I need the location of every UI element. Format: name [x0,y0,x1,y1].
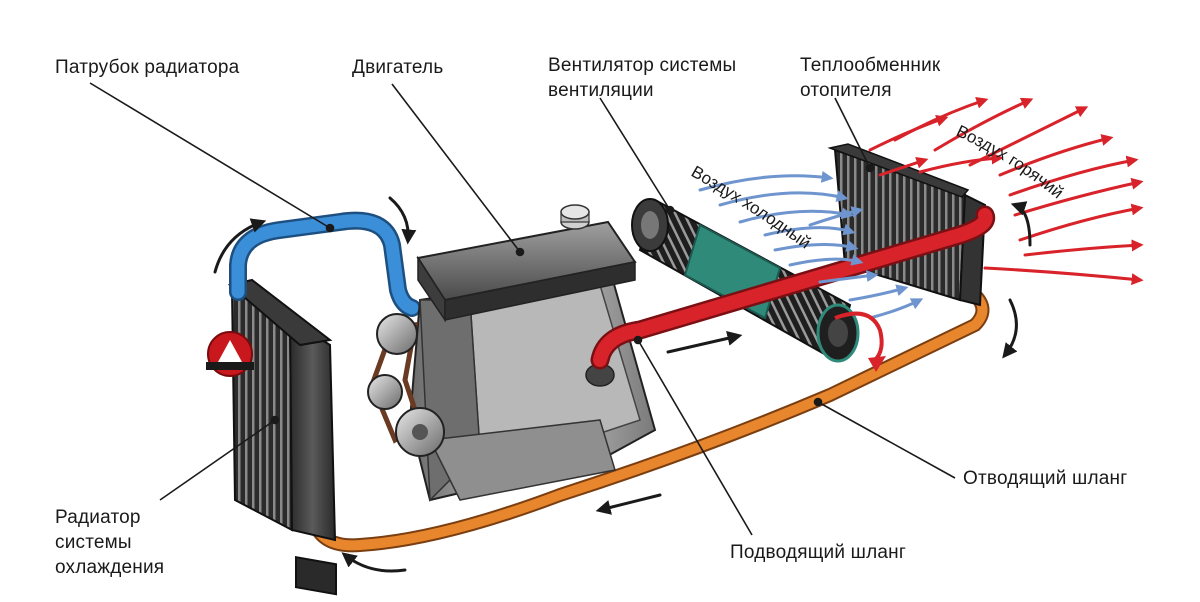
heater-core [827,143,987,307]
fan-label: Вентилятор системы вентиляции [548,55,737,101]
radiator-pipe [229,211,421,317]
hot-air-arrows [868,96,1144,286]
leader-lines [89,82,956,536]
cooling-radiator [227,278,337,596]
inlet-hose [590,205,996,370]
engine-label: Двигатель [352,57,444,78]
radiator-label: Радиатор системы охлаждения [55,507,165,578]
outlet-hose-label: Отводящий шланг [963,468,1128,489]
heat-exchanger-label: Теплообменник отопителя [800,55,941,101]
outlet-hose [308,288,990,553]
flow-direction-arrow [213,196,1032,573]
cold-air-arrows [698,170,924,320]
ventilation-fan [631,198,860,363]
inlet-hose-label: Подводящий шланг [730,542,906,563]
radiator-pipe-label: Патрубок радиатора [55,57,240,78]
rotation-arrow [834,311,886,372]
engine [367,204,657,502]
logo-badge [206,331,254,377]
